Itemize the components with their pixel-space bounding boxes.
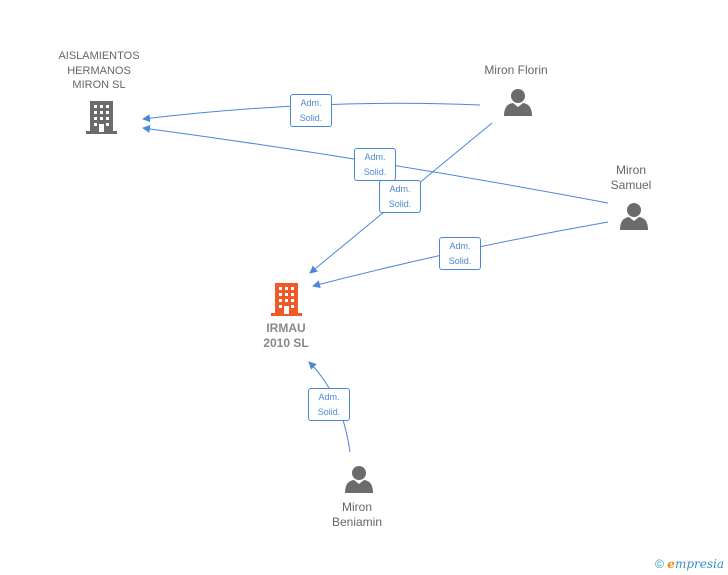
edge-label-line2: Solid.: [448, 256, 472, 266]
brand-initial: e: [667, 557, 675, 571]
person-icon[interactable]: [345, 466, 373, 493]
edge-label: Adm. Solid.: [290, 94, 332, 127]
person-label-miron-samuel[interactable]: Miron Samuel: [610, 163, 652, 192]
edge-label: Adm. Solid.: [308, 388, 350, 421]
edge-label-line2: Solid.: [388, 199, 412, 209]
edge-label-line1: Adm.: [300, 98, 322, 108]
footer-brand: © empresia: [655, 557, 724, 571]
edge-label: Adm. Solid.: [354, 148, 396, 181]
edge-label-line1: Adm.: [449, 241, 471, 251]
edge-label: Adm. Solid.: [379, 180, 421, 213]
person-icon[interactable]: [504, 89, 532, 116]
edge-label-line1: Adm.: [389, 184, 411, 194]
brand-rest: mpresia: [674, 557, 724, 571]
person-label-miron-beniamin[interactable]: Miron Beniamin: [331, 500, 383, 529]
copyright-icon: ©: [655, 557, 664, 571]
edge-label-line2: Solid.: [299, 113, 323, 123]
person-label-miron-florin[interactable]: Miron Florin: [484, 63, 548, 77]
building-icon-highlight[interactable]: [271, 283, 302, 316]
edge-label-line2: Solid.: [363, 167, 387, 177]
edge-label-line2: Solid.: [317, 407, 341, 417]
building-icon[interactable]: [86, 101, 117, 134]
edge-label: Adm. Solid.: [439, 237, 481, 270]
edge-label-line1: Adm.: [318, 392, 340, 402]
company-label-irmau[interactable]: IRMAU 2010 SL: [263, 321, 309, 350]
person-icon[interactable]: [620, 203, 648, 230]
edge-label-line1: Adm.: [364, 152, 386, 162]
brand-logo: empresia: [667, 557, 724, 571]
company-label-aislamientos[interactable]: AISLAMIENTOS HERMANOS MIRON SL: [58, 50, 140, 91]
